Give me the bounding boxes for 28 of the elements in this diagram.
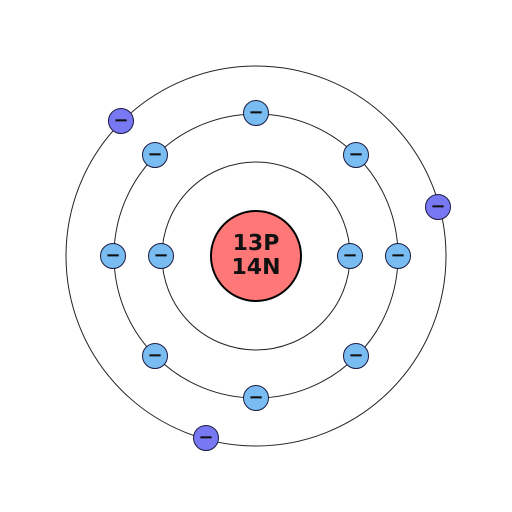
- electron-circle: [148, 243, 174, 269]
- electron-circle: [108, 108, 134, 134]
- electron-circle: [337, 243, 363, 269]
- charge-sign: −: [390, 247, 406, 265]
- electron-circle: [100, 243, 126, 269]
- charge-sign: −: [248, 104, 264, 122]
- electron-circle: [142, 343, 168, 369]
- charge-sign: −: [248, 389, 264, 407]
- electron-circle: [425, 194, 451, 220]
- electron-circle: [343, 343, 369, 369]
- charge-sign: −: [342, 247, 358, 265]
- electron-circle: [243, 385, 269, 411]
- charge-sign: −: [105, 247, 121, 265]
- charge-sign: −: [348, 146, 364, 164]
- charge-sign: −: [430, 198, 446, 216]
- charge-sign: −: [153, 247, 169, 265]
- charge-sign: −: [113, 112, 129, 130]
- charge-sign: −: [348, 347, 364, 365]
- charge-sign: −: [147, 146, 163, 164]
- charge-sign: −: [147, 347, 163, 365]
- electron-circle: [142, 142, 168, 168]
- particle-count: 13P: [232, 232, 280, 256]
- electron-circle: [343, 142, 369, 168]
- particle-count: 14N: [231, 256, 281, 280]
- electron-circle: [385, 243, 411, 269]
- electron-circle: [193, 425, 219, 451]
- electron-circle: [243, 100, 269, 126]
- charge-sign: −: [198, 429, 214, 447]
